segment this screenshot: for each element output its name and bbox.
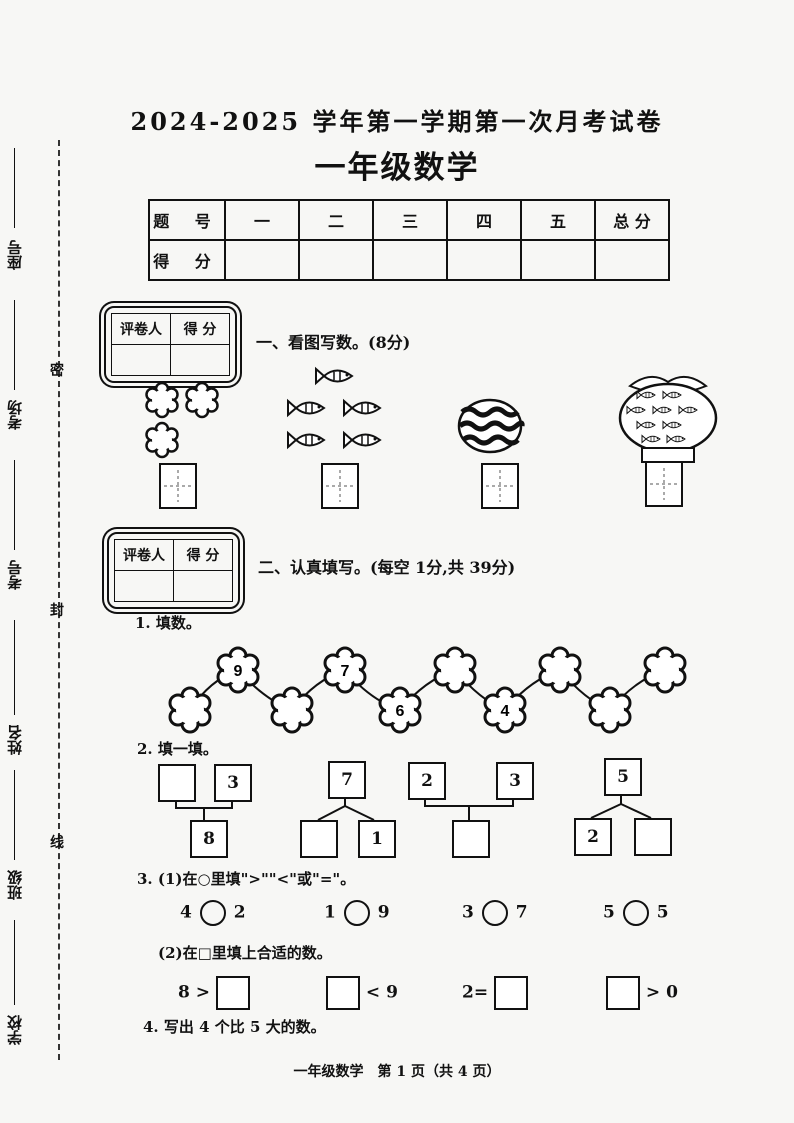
field-underline — [14, 300, 15, 390]
bond-box[interactable] — [300, 820, 338, 858]
bond-box: 3 — [496, 762, 534, 800]
score-header-cell: 二 — [298, 199, 374, 241]
bond-box[interactable] — [158, 764, 196, 802]
grader-box: 评卷人得 分 — [107, 532, 240, 609]
compare-right: 9 — [377, 902, 390, 923]
fill-box[interactable] — [326, 976, 360, 1010]
field-underline — [14, 460, 15, 550]
chain-number: 7 — [341, 663, 350, 680]
q2-label: 2. 填一填。 — [137, 740, 218, 758]
chain-number: 6 — [396, 703, 405, 720]
flower-chain: 9 7 6 4 — [168, 646, 687, 734]
compare-left: 1 — [324, 902, 336, 923]
compare-item: 4 2 — [180, 900, 246, 926]
compare-circle[interactable] — [343, 900, 370, 926]
fill-item: < 9 — [326, 976, 398, 1010]
bond-box: 7 — [328, 761, 366, 799]
score-input-cell[interactable] — [446, 239, 522, 281]
grader-label: 得 分 — [170, 313, 230, 345]
bond-box: 3 — [214, 764, 252, 802]
seal-char: 线 — [50, 835, 64, 851]
score-header-cell: 五 — [520, 199, 596, 241]
compare-right: 5 — [656, 902, 669, 923]
fill-item: > 0 — [606, 976, 678, 1010]
fill-text: 8 > — [178, 982, 210, 1003]
compare-right: 7 — [515, 902, 528, 923]
grader-label: 得 分 — [173, 539, 233, 571]
field-underline — [14, 620, 15, 715]
grader-input[interactable] — [114, 570, 174, 602]
bond-box[interactable] — [452, 820, 490, 858]
score-row-label: 得 分 — [148, 239, 226, 281]
compare-item: 3 7 — [462, 900, 528, 926]
score-header-cell: 一 — [224, 199, 300, 241]
compare-item: 5 5 — [603, 900, 669, 926]
compare-circle[interactable] — [622, 900, 649, 926]
fill-text: < 9 — [365, 982, 398, 1003]
page-footer: 一年级数学 第 1 页（共 4 页） — [293, 1064, 501, 1080]
fill-box[interactable] — [606, 976, 640, 1010]
score-header-cell: 题 号 — [148, 199, 226, 241]
q1-label: 1. 填数。 — [135, 614, 201, 632]
score-header-cell: 四 — [446, 199, 522, 241]
bond-box[interactable] — [634, 818, 672, 856]
fill-text: 2= — [462, 982, 489, 1003]
watermelon-icon — [457, 398, 525, 454]
section2-heading: 二、认真填写。(每空 1分,共 39分) — [258, 558, 516, 577]
bond-box: 2 — [574, 818, 612, 856]
compare-circle[interactable] — [481, 900, 508, 926]
q4-label: 4. 写出 4 个比 5 大的数。 — [143, 1018, 326, 1036]
score-table: 题 号 一 二 三 四 五 总 分 得 分 — [148, 199, 670, 281]
fill-text: > 0 — [645, 982, 678, 1003]
seal-char: 密 — [50, 363, 64, 379]
field-underline — [14, 920, 15, 1005]
compare-left: 3 — [462, 902, 474, 923]
compare-left: 4 — [180, 902, 192, 923]
section1-pictures — [145, 368, 718, 509]
exam-title: 2024-2025 学年第一学期第一次月考试卷 — [130, 107, 664, 136]
q3-label-1: 3. (1)在○里填">""<"或"="。 — [137, 870, 356, 888]
bond-box: 5 — [604, 758, 642, 796]
field-underline — [14, 770, 15, 860]
field-underline — [14, 148, 15, 228]
score-input-cell[interactable] — [372, 239, 448, 281]
compare-left: 5 — [603, 902, 615, 923]
fill-box[interactable] — [494, 976, 528, 1010]
grader-input[interactable] — [173, 570, 233, 602]
chain-number: 4 — [501, 703, 510, 720]
compare-item: 1 9 — [324, 900, 390, 926]
grader-input[interactable] — [170, 344, 230, 376]
bond-box: 8 — [190, 820, 228, 858]
compare-circle[interactable] — [199, 900, 226, 926]
compare-right: 2 — [233, 902, 246, 923]
fill-item: 8 > — [178, 976, 250, 1010]
score-input-cell[interactable] — [298, 239, 374, 281]
subject-title: 一年级数学 — [314, 150, 480, 186]
q3-label-2: (2)在□里填上合适的数。 — [158, 944, 332, 962]
grader-box: 评卷人得 分 — [104, 306, 237, 383]
chain-number: 9 — [234, 663, 243, 680]
section1-heading: 一、看图写数。(8分) — [256, 333, 411, 352]
score-input-cell[interactable] — [224, 239, 300, 281]
score-header-cell: 总 分 — [594, 199, 670, 241]
score-input-cell[interactable] — [594, 239, 670, 281]
fishbowl-icon — [618, 375, 718, 463]
seal-char: 封 — [50, 603, 64, 619]
score-input-cell[interactable] — [520, 239, 596, 281]
score-header-cell: 三 — [372, 199, 448, 241]
bond-box: 2 — [408, 762, 446, 800]
fill-box[interactable] — [215, 976, 250, 1010]
binding-dashed-line — [58, 140, 60, 1060]
grader-label: 评卷人 — [111, 313, 171, 345]
bond-box: 1 — [358, 820, 396, 858]
fill-item: 2= — [462, 976, 528, 1010]
